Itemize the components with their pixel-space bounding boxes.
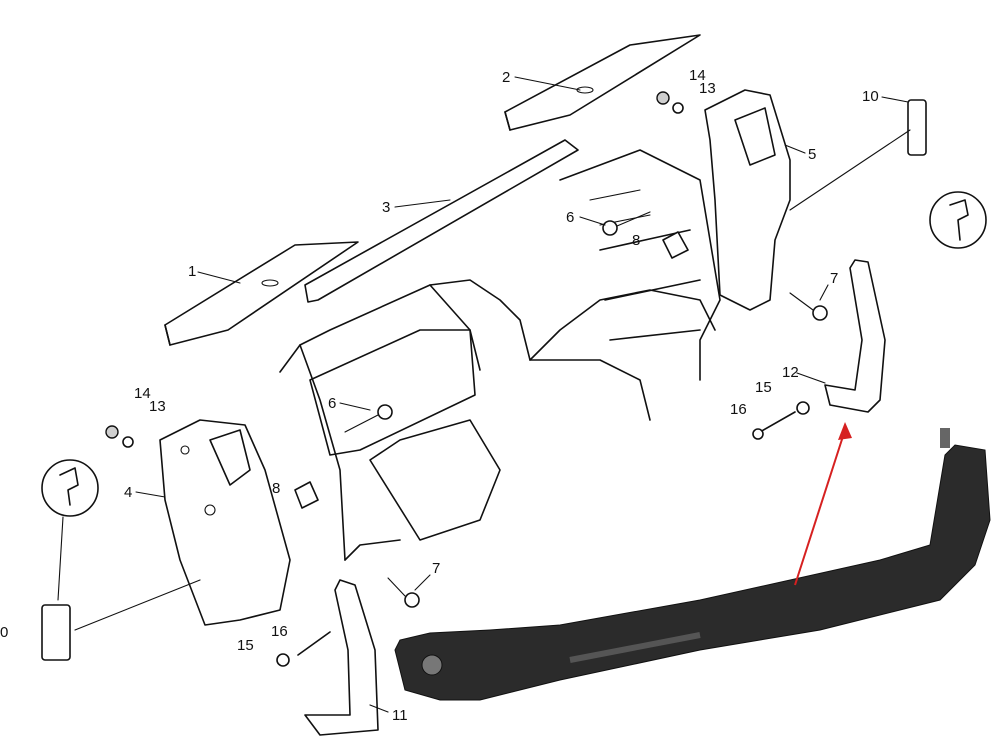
part-10-cover-right [789,99,987,249]
part-10-cover-left [41,459,201,661]
callout-8-left: 8 [272,480,280,497]
part-1-pad [164,241,359,346]
callout-15-right: 15 [755,379,772,396]
part-11-handle-left [304,579,379,736]
callout-5: 5 [808,146,816,163]
callout-13-left: 13 [149,398,166,415]
bolt-6-right [602,211,651,236]
callout-13-right: 13 [699,80,716,97]
part-2-pad [504,34,701,131]
callout-10-left: 0 [0,624,8,641]
callout-16-left: 16 [271,623,288,640]
callout-8-right: 8 [632,232,640,249]
bolt-7-right [789,292,828,321]
part-5-bracket [704,89,791,311]
bolt-7-left [387,577,420,608]
callout-14-right: 14 [689,67,706,84]
bolt-16-washer-15-left [276,631,331,667]
callout-4: 4 [124,484,132,501]
part-4-bracket [159,419,291,626]
callout-15-left: 15 [237,637,254,654]
callout-16-right: 16 [730,401,747,418]
dashboard-body [279,149,721,561]
clip-8-right [662,231,689,259]
nut-14-washer-13-left [105,425,134,448]
bolt-16-washer-15-right [752,401,810,440]
part-12-handle-right [824,259,886,413]
leader-lines [135,76,909,713]
callout-6-left: 6 [328,395,336,412]
nut-14-washer-13-right [656,91,684,114]
callout-14-left: 14 [134,385,151,402]
callout-6-right: 6 [566,209,574,226]
callout-7-right: 7 [830,270,838,287]
callout-10-right: 10 [862,88,879,105]
callout-12: 12 [782,364,799,381]
pointer-arrow [794,422,852,586]
callout-2: 2 [502,69,510,86]
part-3-strip [304,139,579,303]
callout-7-left: 7 [432,560,440,577]
callout-1: 1 [188,263,196,280]
clip-8-left [294,481,319,509]
callout-11: 11 [392,707,408,724]
callout-3: 3 [382,199,390,216]
bolt-6-left [344,404,393,433]
photo-part-body [394,444,991,701]
photo-grab-handle [394,428,991,701]
